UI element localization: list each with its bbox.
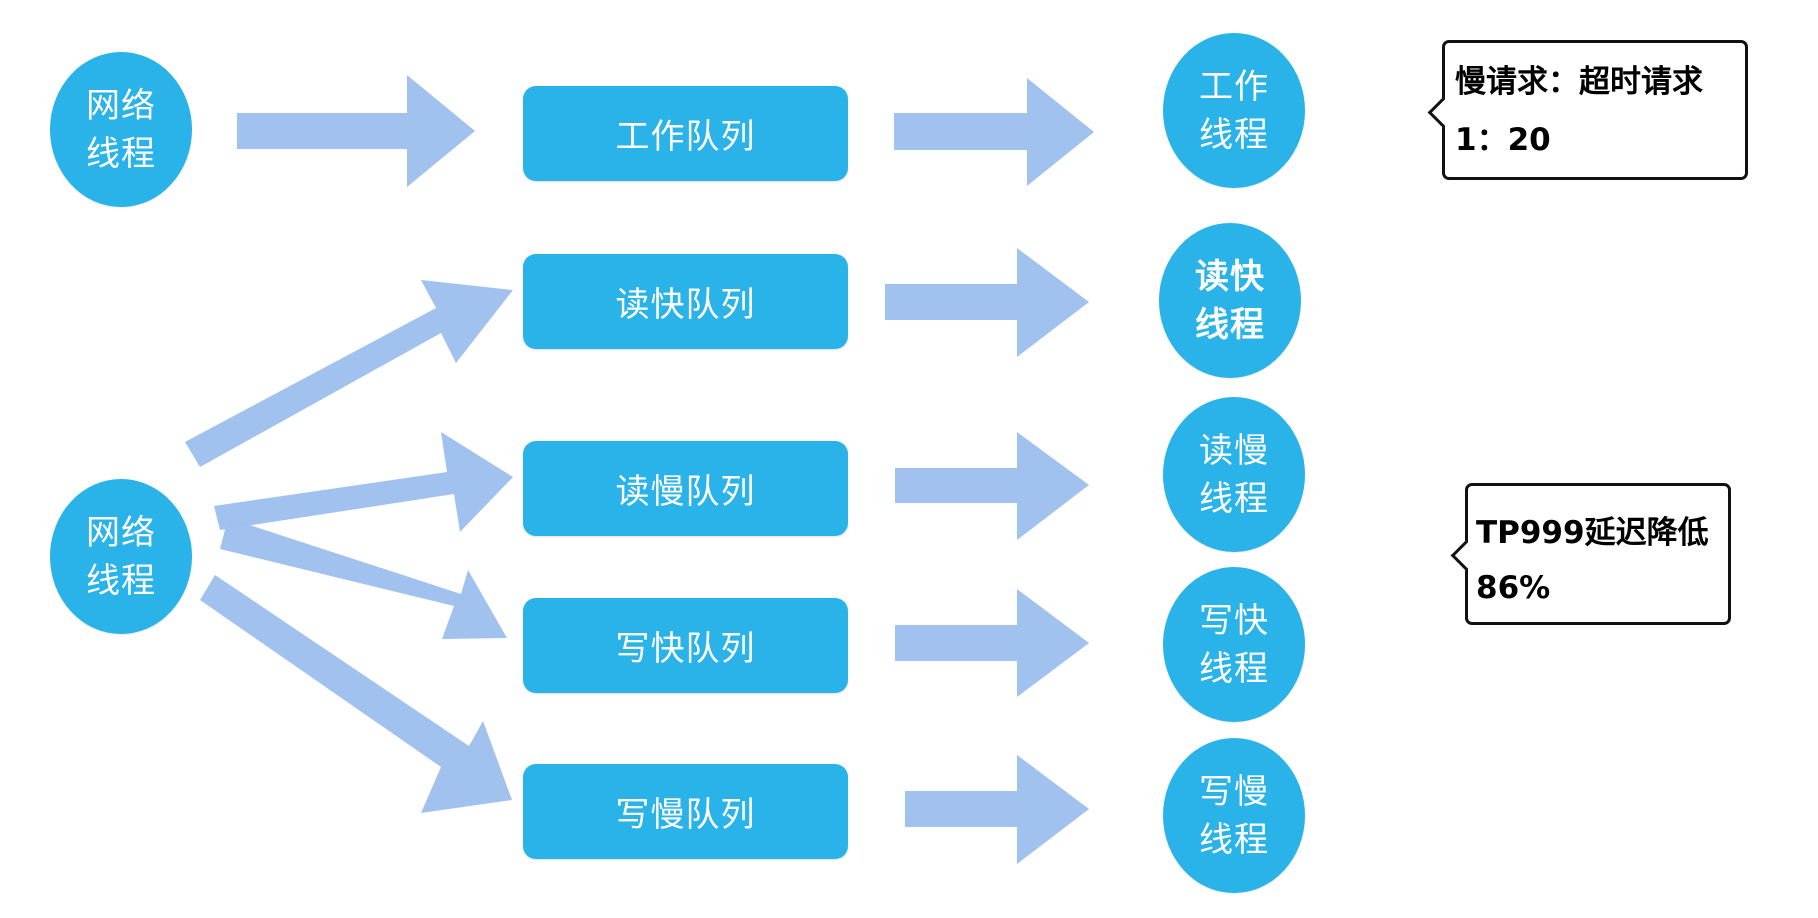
callout-line: 慢请求：超时请求 xyxy=(1455,64,1703,100)
write-fast-queue: 写快队列 xyxy=(523,598,848,693)
work-queue-label: 工作队列 xyxy=(615,117,756,157)
work-thread-label: 工作线程 xyxy=(1199,66,1269,155)
network-thread-label: 网络线程 xyxy=(86,512,156,601)
write-slow-queue: 写慢队列 xyxy=(523,764,848,859)
write-slow-queue-label: 写慢队列 xyxy=(615,795,756,835)
arrow-read-fast-queue-to-thread xyxy=(885,248,1089,357)
read-slow-thread-node: 读慢线程 xyxy=(1163,397,1305,552)
callout-line: TP999延迟降低 xyxy=(1476,515,1709,551)
write-slow-thread-label: 写慢线程 xyxy=(1199,771,1269,860)
network-thread-node: 网络线程 xyxy=(50,479,192,634)
read-slow-queue-label: 读慢队列 xyxy=(615,472,756,512)
arrow-network-to-read-slow-queue xyxy=(214,432,513,532)
work-queue: 工作队列 xyxy=(523,86,848,181)
arrow-write-slow-queue-to-thread xyxy=(905,755,1089,864)
network-thread-node: 网络线程 xyxy=(50,52,192,207)
slow-request-callout: 慢请求：超时请求 1：20 xyxy=(1442,40,1748,180)
arrow-write-fast-queue-to-thread xyxy=(895,589,1089,697)
arrow-read-slow-queue-to-thread xyxy=(895,432,1089,540)
arrow-network-to-write-slow-queue xyxy=(200,575,512,813)
arrow-network-to-work-queue xyxy=(237,75,475,187)
read-fast-thread-node: 读快线程 xyxy=(1159,223,1301,378)
write-fast-thread-label: 写快线程 xyxy=(1199,600,1269,689)
write-slow-thread-node: 写慢线程 xyxy=(1163,738,1305,893)
callout-line: 86% xyxy=(1476,570,1551,606)
arrow-work-queue-to-work-thread xyxy=(894,78,1094,186)
arrow-network-to-write-fast-queue xyxy=(220,518,507,639)
read-fast-thread-label: 读快线程 xyxy=(1195,256,1265,345)
write-fast-thread-node: 写快线程 xyxy=(1163,567,1305,722)
network-thread-label: 网络线程 xyxy=(86,85,156,174)
read-fast-queue: 读快队列 xyxy=(523,254,848,349)
read-fast-queue-label: 读快队列 xyxy=(615,285,756,325)
read-slow-thread-label: 读慢线程 xyxy=(1199,430,1269,519)
write-fast-queue-label: 写快队列 xyxy=(615,629,756,669)
read-slow-queue: 读慢队列 xyxy=(523,441,848,536)
latency-callout: TP999延迟降低 86% xyxy=(1465,483,1731,625)
arrow-network-to-read-fast-queue xyxy=(185,280,513,467)
work-thread-node: 工作线程 xyxy=(1163,33,1305,188)
callout-line: 1：20 xyxy=(1455,122,1551,158)
